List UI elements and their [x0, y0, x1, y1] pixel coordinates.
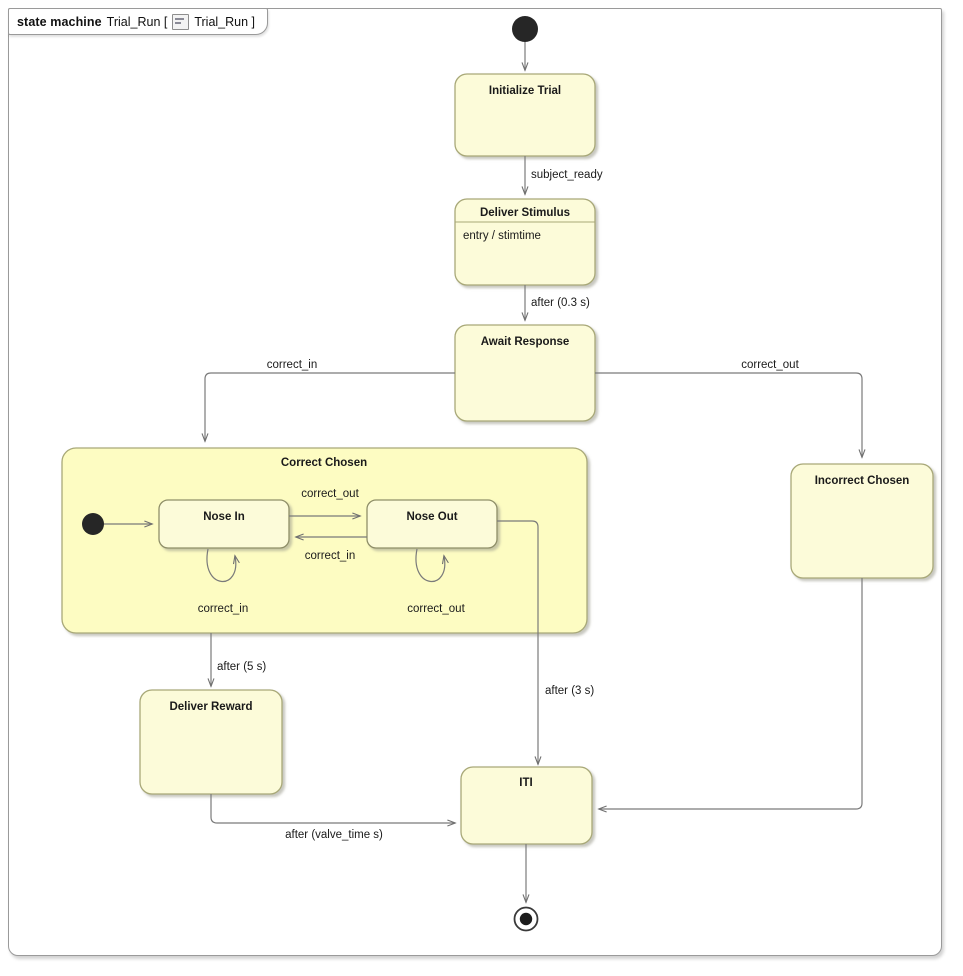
state-await-response-label: Await Response [481, 336, 570, 348]
transition-await-to-correct-chosen-label: correct_in [267, 359, 318, 371]
state-incorrect-chosen-label: Incorrect Chosen [815, 475, 910, 487]
state-deliver-stimulus[interactable]: Deliver Stimulus entry / stimtime [454, 198, 596, 286]
state-iti[interactable]: ITI [460, 766, 593, 845]
transition-await-to-incorrect-chosen [595, 372, 862, 457]
state-nose-in[interactable]: Nose In [158, 499, 290, 549]
state-deliver-stimulus-label: Deliver Stimulus [480, 207, 570, 219]
state-await-response[interactable]: Await Response [454, 324, 596, 422]
transition-nose-out-to-iti-label: after (3 s) [545, 685, 594, 697]
transition-nose-in-to-nose-out-label: correct_out [301, 488, 359, 500]
diagram-name: Trial_Run [ [106, 14, 168, 29]
initial-pseudostate-correct-chosen [82, 513, 104, 535]
diagram-tab-name: Trial_Run ] [194, 14, 256, 29]
transition-await-to-correct-chosen [205, 372, 455, 441]
transition-reward-to-iti [210, 794, 455, 823]
transition-incorrect-to-iti [599, 578, 863, 809]
state-nose-out-label: Nose Out [406, 511, 457, 523]
diagram-header-tab[interactable]: state machine Trial_Run [ Trial_Run ] [8, 8, 269, 35]
transition-initialize-to-stimulus-label: subject_ready [531, 169, 603, 181]
final-state [513, 906, 539, 932]
state-incorrect-chosen[interactable]: Incorrect Chosen [790, 463, 934, 579]
state-nose-out[interactable]: Nose Out [366, 499, 498, 549]
transition-nose-out-self-loop [415, 548, 445, 583]
state-deliver-reward-label: Deliver Reward [169, 701, 252, 713]
transition-nose-out-self-loop-label: correct_out [407, 603, 465, 615]
transition-stimulus-to-await-label: after (0.3 s) [531, 297, 590, 309]
state-machine-diagram-icon [172, 13, 190, 30]
initial-pseudostate-top [512, 16, 538, 42]
state-correct-chosen[interactable]: Correct Chosen [61, 447, 588, 634]
transition-nose-in-self-loop-label: correct_in [198, 603, 249, 615]
transition-correct-chosen-to-reward-label: after (5 s) [217, 661, 266, 673]
state-initialize-trial-label: Initialize Trial [489, 85, 561, 97]
state-iti-label: ITI [519, 777, 532, 789]
transition-await-to-incorrect-chosen-label: correct_out [741, 359, 799, 371]
transition-nose-in-self-loop [206, 548, 236, 583]
transition-reward-to-iti-label: after (valve_time s) [285, 829, 383, 841]
state-deliver-reward[interactable]: Deliver Reward [139, 689, 283, 795]
state-initialize-trial[interactable]: Initialize Trial [454, 73, 596, 157]
state-nose-in-label: Nose In [203, 511, 245, 523]
transition-nose-out-to-nose-in-label: correct_in [305, 550, 356, 562]
diagram-keyword: state machine [17, 14, 102, 29]
state-deliver-stimulus-entry: entry / stimtime [463, 230, 541, 242]
transition-nose-out-to-iti [497, 520, 538, 764]
state-correct-chosen-label: Correct Chosen [281, 457, 367, 469]
